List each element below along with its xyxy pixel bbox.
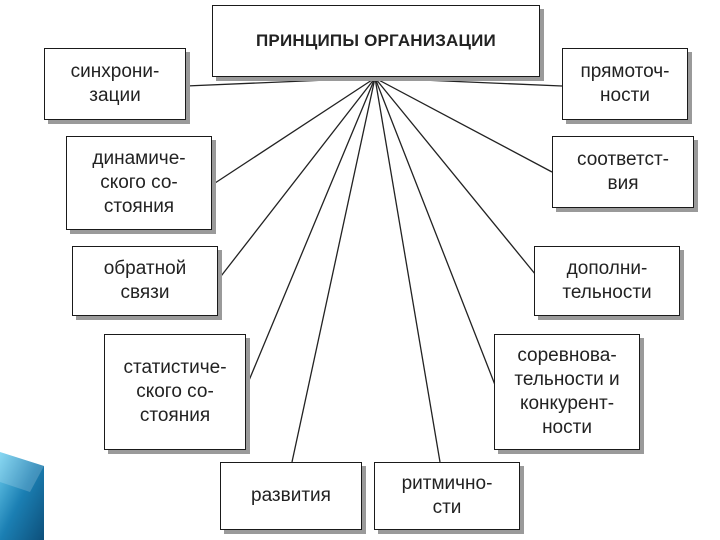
principle-label-competition: соревнова- тельности и конкурент- ности	[514, 345, 620, 438]
principle-box-feedback: обратной связи	[72, 246, 218, 316]
principle-box-rhythm: ритмично- сти	[374, 462, 520, 530]
line-to-competition	[374, 77, 498, 391]
principle-label-rhythm: ритмично- сти	[401, 473, 493, 518]
principle-label-sync: синхрони- зации	[70, 61, 160, 106]
line-to-sync	[185, 77, 376, 87]
line-to-complement	[374, 77, 541, 281]
principle-label-complement: дополни- тельности	[562, 258, 652, 303]
principle-label-correspondence: соответст- вия	[577, 149, 669, 194]
principle-box-directflow: прямоточ- ности	[562, 48, 688, 120]
line-to-directflow	[374, 77, 563, 87]
principle-label-development: развития	[251, 485, 331, 506]
principle-box-development: развития	[220, 462, 362, 530]
page-title: ПРИНЦИПЫ ОРГАНИЗАЦИИ	[256, 31, 496, 50]
principle-box-competition: соревнова- тельности и конкурент- ности	[494, 334, 640, 450]
line-to-correspondence	[374, 77, 553, 173]
title-box: ПРИНЦИПЫ ОРГАНИЗАЦИИ	[212, 5, 540, 77]
principle-label-dynamic: динамиче- ского со- стояния	[92, 148, 186, 217]
line-to-rhythm	[374, 77, 441, 463]
line-to-static	[244, 77, 376, 391]
principle-label-static: статистиче- ского со- стояния	[123, 357, 227, 426]
principle-box-sync: синхрони- зации	[44, 48, 186, 120]
principle-box-static: статистиче- ского со- стояния	[104, 334, 246, 450]
line-to-development	[291, 77, 376, 463]
principle-box-dynamic: динамиче- ского со- стояния	[66, 136, 212, 230]
principle-label-directflow: прямоточ- ности	[580, 61, 670, 106]
slide-corner-decoration	[0, 452, 44, 540]
line-to-dynamic	[211, 77, 376, 186]
principle-box-correspondence: соответст- вия	[552, 136, 694, 208]
principle-label-feedback: обратной связи	[103, 258, 187, 303]
principle-box-complement: дополни- тельности	[534, 246, 680, 316]
line-to-feedback	[217, 77, 376, 281]
